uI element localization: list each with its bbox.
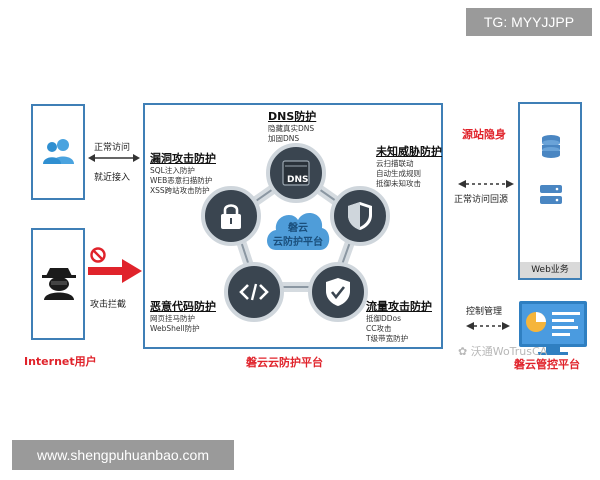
users-icon bbox=[43, 139, 74, 164]
wechat-icon: ✿ bbox=[458, 345, 471, 358]
control-manage-label: 控制管理 bbox=[466, 307, 503, 317]
traffic-attack-item: 抵御DDos bbox=[366, 314, 402, 323]
traffic-attack-item: CC攻击 bbox=[366, 324, 392, 333]
server-icon bbox=[540, 185, 562, 204]
unknown-threat-title: 未知威胁防护 bbox=[376, 145, 442, 158]
normal-user-box bbox=[31, 104, 85, 200]
traffic-attack-section: 流量攻击防护 抵御DDos CC攻击 T级带宽防护 bbox=[366, 298, 432, 344]
watermark-label: 沃通WoTrusCA bbox=[470, 345, 548, 358]
center-title-line2: 云防护平台 bbox=[273, 237, 323, 248]
unknown-threat-item: 抵御未知攻击 bbox=[376, 179, 421, 188]
attack-block-label: 攻击拦截 bbox=[90, 300, 127, 310]
nearby-access-label: 就近接入 bbox=[94, 173, 131, 183]
prohibited-icon bbox=[90, 247, 106, 263]
origin-hidden-label: 源站隐身 bbox=[462, 128, 506, 141]
telegram-badge: TG: MYYJJPP bbox=[466, 8, 592, 36]
center-title: 磐云 云防护平台 bbox=[263, 222, 333, 250]
console-caption: 磐云管控平台 bbox=[514, 358, 580, 371]
dns-protection-item: 隐藏真实DNS bbox=[268, 124, 315, 133]
hacker-icon bbox=[42, 268, 76, 300]
traffic-node bbox=[308, 262, 368, 322]
dns-node-label: DNS bbox=[287, 175, 309, 185]
dns-protection-item: 加固DNS bbox=[268, 134, 300, 143]
unknown-threat-item: 自动生成规则 bbox=[376, 169, 421, 178]
code-icon bbox=[239, 283, 269, 301]
attack-red-arrow bbox=[88, 259, 142, 283]
shield-check-icon bbox=[326, 278, 350, 306]
normal-back-to-origin-label: 正常访问回源 bbox=[454, 195, 509, 205]
platform-caption: 磐云云防护平台 bbox=[246, 356, 323, 369]
normal-access-label: 正常访问 bbox=[94, 143, 131, 153]
code-node bbox=[224, 262, 284, 322]
lock-node bbox=[201, 186, 261, 246]
web-business-label: Web业务 bbox=[520, 262, 580, 278]
vuln-protection-item: WEB恶意扫描防护 bbox=[150, 176, 213, 185]
attacker-user-box bbox=[31, 228, 85, 340]
traffic-attack-title: 流量攻击防护 bbox=[366, 300, 432, 313]
unknown-threat-item: 云扫描联动 bbox=[376, 159, 414, 168]
malicious-code-item: 网页挂马防护 bbox=[150, 314, 195, 323]
dns-protection-title: DNS防护 bbox=[268, 110, 317, 123]
shield-node bbox=[330, 186, 390, 246]
bidirectional-arrow bbox=[88, 154, 140, 162]
vuln-protection-item: SQL注入防护 bbox=[150, 166, 195, 175]
malicious-code-title: 恶意代码防护 bbox=[150, 300, 216, 313]
server-stack-icon bbox=[282, 160, 310, 186]
dashboard-monitor-icon bbox=[519, 301, 587, 355]
dns-protection-section: DNS防护 隐藏真实DNS 加固DNS bbox=[268, 108, 316, 144]
center-title-line1: 磐云 bbox=[288, 223, 308, 234]
internet-users-label: Internet用户 bbox=[24, 355, 97, 368]
malicious-code-section: 恶意代码防护 网页挂马防护 WebShell防护 bbox=[150, 298, 216, 334]
watermark-text: ✿ 沃通WoTrusCA bbox=[458, 343, 547, 359]
vuln-protection-title: 漏洞攻击防护 bbox=[150, 152, 216, 165]
website-badge: www.shengpuhuanbao.com bbox=[12, 440, 234, 470]
lock-icon bbox=[221, 204, 241, 229]
cloud-icon bbox=[267, 213, 330, 250]
vuln-protection-item: XSS跨站攻击防护 bbox=[150, 186, 210, 195]
dns-node: DNS bbox=[266, 143, 326, 203]
unknown-threat-section: 未知威胁防护 云扫描联动 自动生成规则 抵御未知攻击 bbox=[376, 143, 442, 189]
malicious-code-item: WebShell防护 bbox=[150, 324, 200, 333]
dashed-arrow-control bbox=[466, 322, 510, 330]
traffic-attack-item: T级带宽防护 bbox=[366, 334, 409, 343]
shield-icon bbox=[348, 202, 372, 230]
vuln-protection-section: 漏洞攻击防护 SQL注入防护 WEB恶意扫描防护 XSS跨站攻击防护 bbox=[150, 150, 216, 196]
dashed-bidirectional-arrow bbox=[458, 180, 514, 188]
database-icon bbox=[542, 135, 560, 158]
